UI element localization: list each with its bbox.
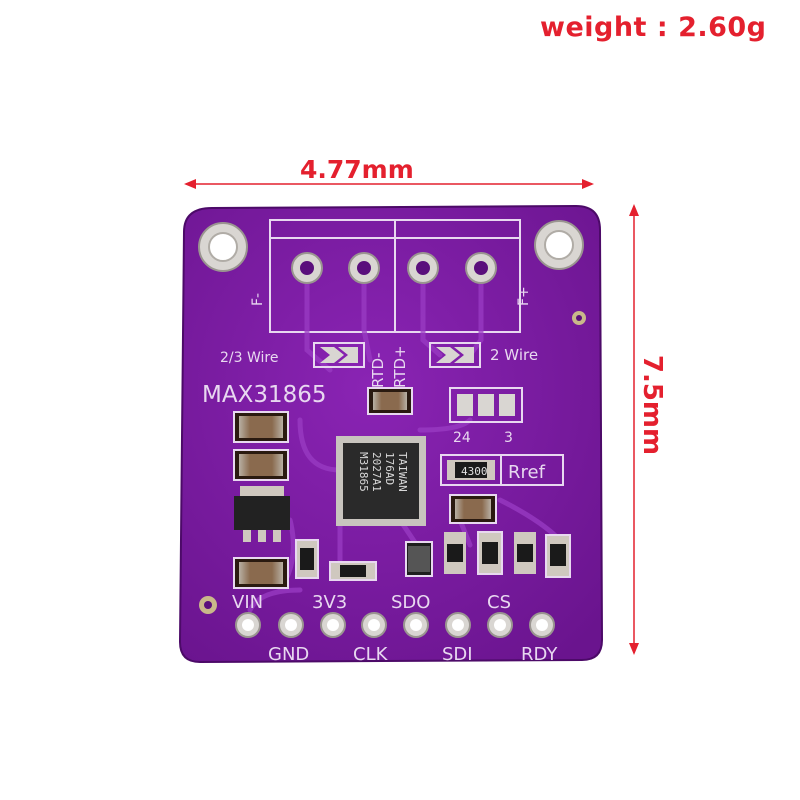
pin-label-3v3: 3V3	[312, 592, 347, 613]
width-dimension-label: 4.77mm	[300, 155, 414, 184]
jumper-pads-24-3	[449, 387, 523, 423]
mounting-hole-right	[534, 220, 584, 270]
label-f-minus: F-	[250, 293, 266, 306]
label-2-wire: 2 Wire	[490, 346, 538, 364]
mounting-hole-left	[198, 222, 248, 272]
pin-label-sdo: SDO	[391, 592, 430, 613]
pcb-traces	[247, 265, 563, 613]
pin-label-gnd: GND	[268, 644, 309, 665]
pin-label-clk: CLK	[353, 644, 389, 665]
solder-jumper-left	[313, 342, 365, 368]
label-2-3-wire: 2/3 Wire	[220, 350, 278, 366]
board-chip-name: MAX31865	[202, 382, 327, 408]
chip-marking-3: 176AD	[383, 452, 396, 485]
pin-label-vin: VIN	[232, 592, 263, 613]
label-rtd-plus: RTD+	[391, 345, 409, 388]
pin-label-rdy: RDY	[521, 644, 558, 665]
terminal-block-outline	[269, 219, 521, 333]
label-rref: Rref	[508, 462, 546, 483]
pin-label-cs: CS	[487, 592, 511, 613]
label-rtd-minus: RTD-	[369, 353, 387, 388]
voltage-regulator	[234, 486, 290, 542]
solder-jumper-right	[429, 342, 481, 368]
label-f-plus: F+	[516, 286, 532, 306]
weight-label: weight : 2.60g	[540, 12, 767, 43]
label-jumper-24: 24	[453, 430, 471, 446]
resistor-code: 4300	[461, 465, 488, 478]
max31865-chip	[336, 436, 426, 526]
header-pins	[235, 612, 555, 638]
capacitors	[233, 387, 497, 589]
chip-marking-2: 2027A1	[370, 452, 383, 492]
chip-marking-1: M31865	[357, 452, 370, 492]
pin-label-sdi: SDI	[442, 644, 473, 665]
smd-components	[295, 531, 571, 581]
chip-marking-4: TAIWAN	[396, 452, 409, 492]
width-dimension-arrow	[184, 179, 594, 189]
label-jumper-3: 3	[504, 430, 513, 446]
height-dimension-arrow	[629, 204, 639, 655]
